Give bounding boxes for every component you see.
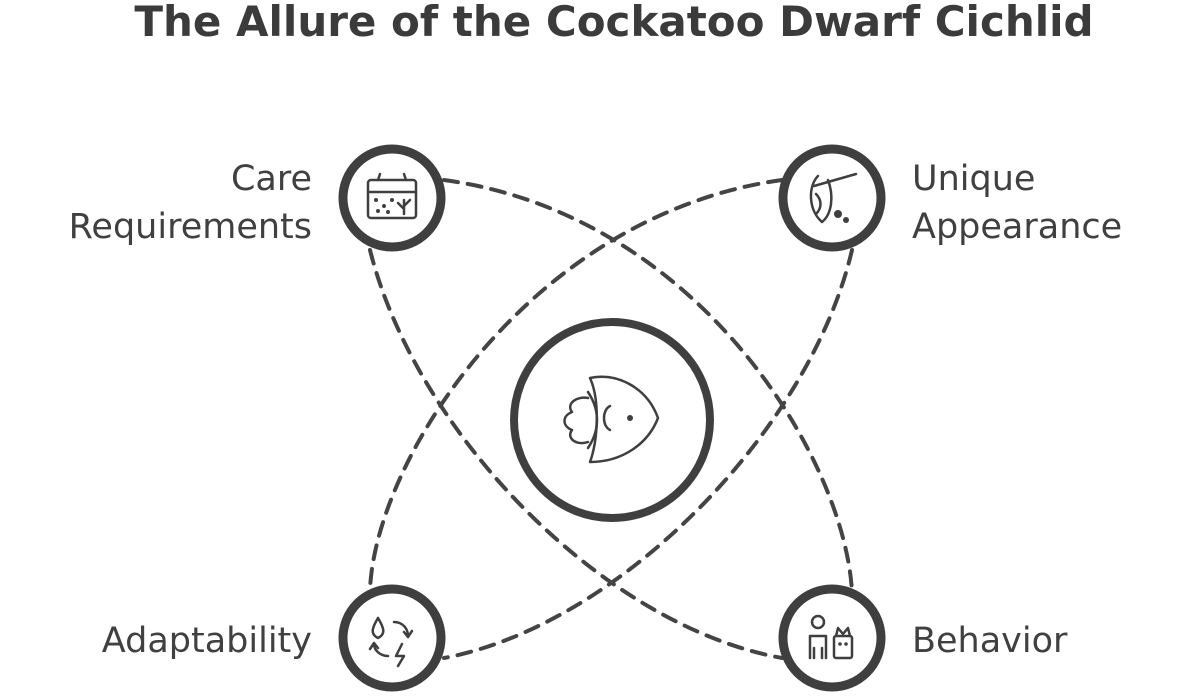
node-label-line: Adaptability bbox=[102, 621, 312, 661]
person-and-fish-icon bbox=[808, 614, 854, 660]
aquarium-icon bbox=[366, 172, 418, 220]
connector-curves bbox=[368, 178, 854, 660]
water-change-icon bbox=[368, 616, 414, 668]
center-node bbox=[510, 318, 714, 522]
node-label-line: Unique bbox=[912, 159, 1035, 199]
connector-care-to-adaptability bbox=[368, 248, 784, 660]
connector-care-to-behavior bbox=[442, 178, 854, 594]
diagram-title: The Allure of the Cockatoo Dwarf Cichlid bbox=[134, 0, 1093, 46]
connector-appearance-to-adaptability bbox=[368, 178, 784, 592]
node-behavior: Behavior bbox=[778, 584, 1068, 692]
node-ring bbox=[778, 584, 886, 692]
node-label-line: Requirements bbox=[69, 207, 312, 247]
fish-fin-icon bbox=[809, 172, 858, 224]
node-ring bbox=[338, 584, 446, 692]
fish-icon bbox=[563, 375, 660, 464]
connector-appearance-to-behavior bbox=[442, 248, 854, 660]
center-ring bbox=[510, 318, 714, 522]
node-label-line: Care bbox=[231, 159, 312, 199]
node-unique-appearance: Unique Appearance bbox=[778, 144, 1122, 252]
node-label-line: Appearance bbox=[912, 207, 1122, 247]
node-label-line: Behavior bbox=[912, 621, 1068, 661]
node-care-requirements: Care Requirements bbox=[69, 144, 446, 252]
node-adaptability: Adaptability bbox=[102, 584, 446, 692]
